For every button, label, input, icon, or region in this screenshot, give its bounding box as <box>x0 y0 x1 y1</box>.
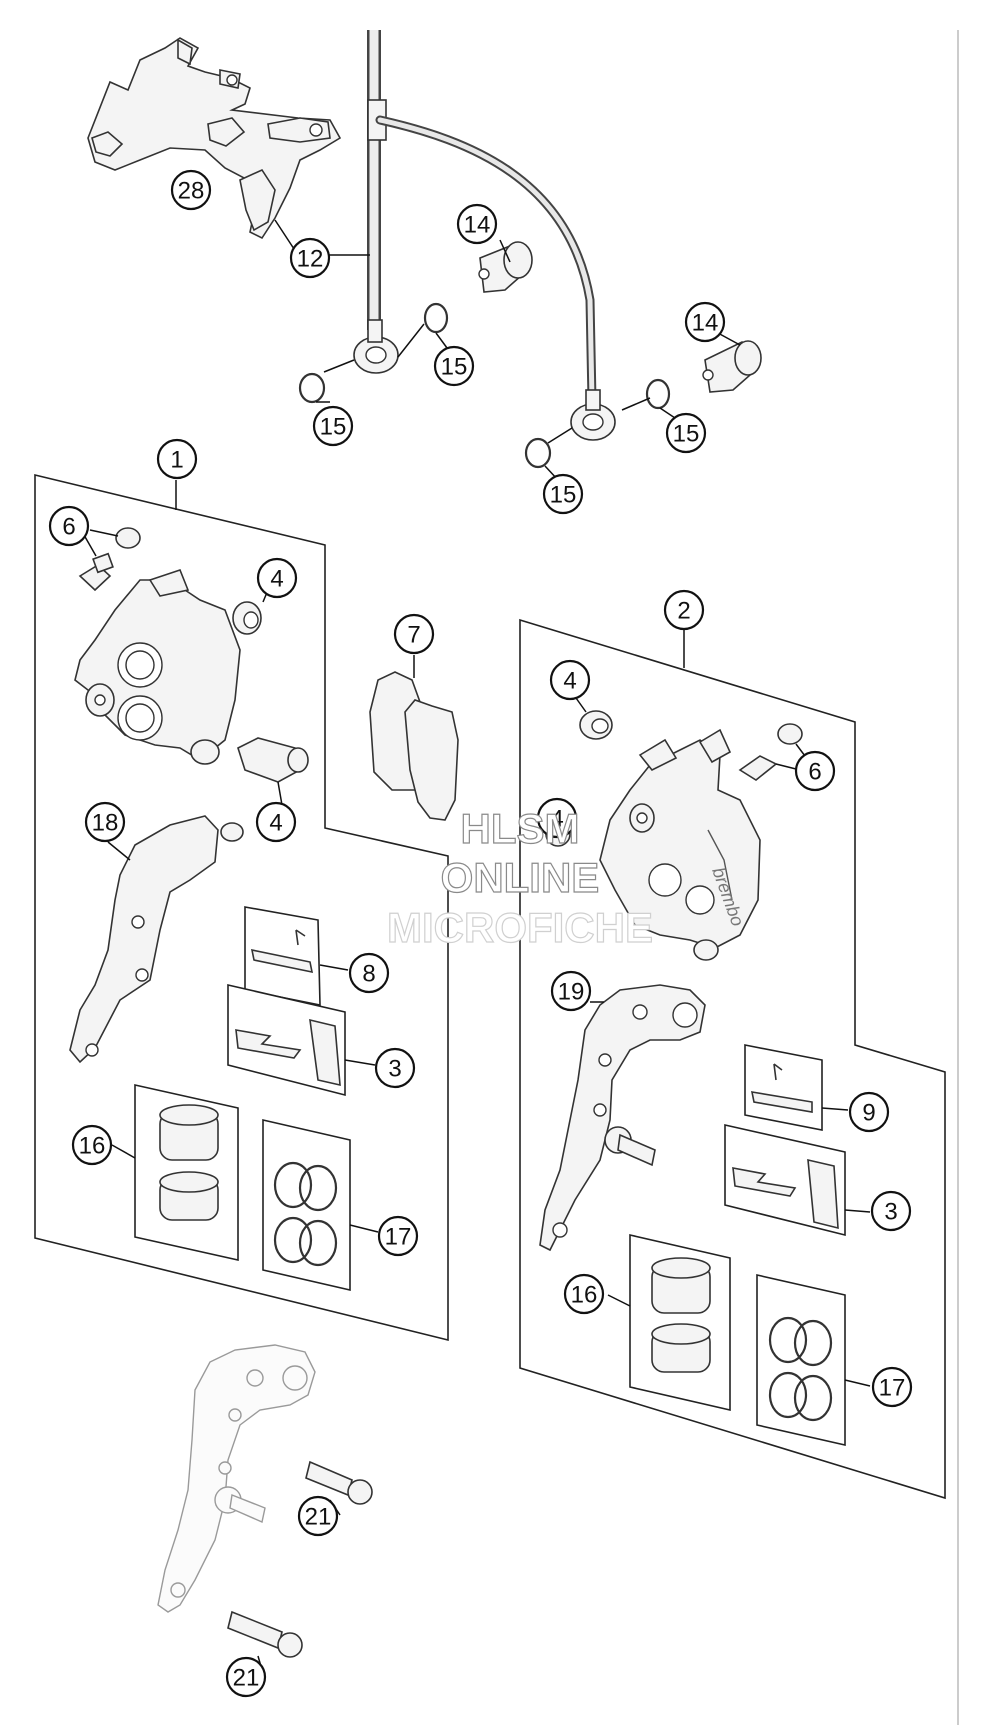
callout-18: 18 <box>84 801 126 843</box>
callout-2: 2 <box>663 589 705 631</box>
svg-text:16: 16 <box>79 1133 106 1160</box>
svg-text:18: 18 <box>92 810 119 837</box>
callout-6-left: 6 <box>48 505 90 547</box>
bushing-4-right-a <box>575 697 613 740</box>
svg-text:21: 21 <box>305 1504 332 1531</box>
svg-text:7: 7 <box>407 622 420 649</box>
washer-15-c <box>645 378 671 410</box>
svg-text:4: 4 <box>270 566 283 593</box>
svg-text:14: 14 <box>692 310 719 337</box>
svg-text:17: 17 <box>879 1375 906 1402</box>
right-caliper-body: brembo <box>599 728 761 961</box>
svg-text:3: 3 <box>884 1199 897 1226</box>
pin-kit-9-box <box>744 1044 849 1131</box>
svg-text:4: 4 <box>269 810 282 837</box>
svg-text:15: 15 <box>441 354 468 381</box>
banjo-bolt-14-left <box>478 241 533 293</box>
washer-15-b <box>298 372 326 404</box>
brake-hose-12 <box>353 30 616 441</box>
bracket-ghost-outline <box>157 1344 316 1613</box>
callout-28: 28 <box>170 169 212 211</box>
washer-15-a <box>423 302 449 334</box>
svg-text:19: 19 <box>558 979 585 1006</box>
callout-21-upper: 21 <box>297 1495 339 1537</box>
callout-15-c: 15 <box>665 412 707 454</box>
callout-14-right: 14 <box>684 301 726 343</box>
pad-spring-kit-3-box-right <box>724 1124 871 1237</box>
svg-text:6: 6 <box>808 759 821 786</box>
bushing-4-left-a <box>232 601 262 635</box>
callout-4-left-a: 4 <box>256 557 298 599</box>
svg-text:15: 15 <box>550 482 577 509</box>
callout-17-left: 17 <box>377 1215 419 1257</box>
caliper-bracket-19 <box>539 984 706 1252</box>
caliper-bracket-18 <box>69 815 244 1064</box>
washer-15-d <box>524 437 552 469</box>
callout-3-right: 3 <box>870 1190 912 1232</box>
callout-4-right-b: 4 <box>536 797 578 839</box>
callout-21-lower: 21 <box>225 1656 267 1698</box>
callout-16-left: 16 <box>71 1124 113 1166</box>
left-caliper-body <box>74 569 241 765</box>
svg-text:14: 14 <box>464 212 491 239</box>
svg-text:4: 4 <box>563 668 576 695</box>
svg-text:4: 4 <box>550 806 563 833</box>
svg-text:21: 21 <box>233 1665 260 1692</box>
svg-text:6: 6 <box>62 514 75 541</box>
callout-4-left-b: 4 <box>255 801 297 843</box>
svg-text:12: 12 <box>297 246 324 273</box>
callout-14-left: 14 <box>456 203 498 245</box>
brake-pad-set-7 <box>369 655 459 821</box>
callout-19: 19 <box>550 970 592 1012</box>
svg-text:28: 28 <box>178 178 205 205</box>
watermark: HLSM ONLINE MICROFICHE <box>386 804 653 951</box>
callout-8: 8 <box>348 952 390 994</box>
bolt-21-upper <box>305 1460 373 1516</box>
bleeder-screw-6-right <box>738 723 809 781</box>
svg-text:16: 16 <box>571 1282 598 1309</box>
banjo-bolt-14-right <box>702 340 762 393</box>
callout-1: 1 <box>156 438 198 480</box>
svg-text:1: 1 <box>170 447 183 474</box>
callout-15-a: 15 <box>433 345 475 387</box>
svg-text:15: 15 <box>320 414 347 441</box>
pad-spring-kit-3-box-left <box>227 983 376 1097</box>
svg-text:8: 8 <box>362 961 375 988</box>
bleeder-screw-6-left <box>78 527 141 592</box>
callout-3-left: 3 <box>374 1047 416 1089</box>
callout-15-b: 15 <box>312 405 354 447</box>
callout-16-right: 16 <box>563 1273 605 1315</box>
svg-text:17: 17 <box>385 1224 412 1251</box>
callout-4-right-a: 4 <box>549 659 591 701</box>
piston-kit-16-box-left <box>111 1084 239 1261</box>
svg-text:2: 2 <box>677 598 690 625</box>
svg-text:15: 15 <box>673 421 700 448</box>
piston-kit-16-box-right <box>607 1233 731 1412</box>
slide-pin-4-left-b <box>237 737 309 783</box>
brake-line-holder-28 <box>87 37 342 240</box>
callout-12: 12 <box>289 237 331 279</box>
watermark-line-1: HLSM <box>461 805 580 852</box>
callout-15-d: 15 <box>542 473 584 515</box>
svg-text:3: 3 <box>388 1056 401 1083</box>
seal-kit-17-box-right <box>756 1273 871 1447</box>
watermark-line-3: MICROFICHE <box>387 904 653 951</box>
pin-kit-8-box <box>244 906 349 1006</box>
callout-9: 9 <box>848 1091 890 1133</box>
bolt-21-lower <box>227 1610 303 1671</box>
watermark-line-2: ONLINE <box>441 854 600 901</box>
svg-text:9: 9 <box>862 1100 875 1127</box>
callout-7: 7 <box>393 613 435 655</box>
seal-kit-17-box-left <box>262 1118 379 1292</box>
callout-6-right: 6 <box>794 750 836 792</box>
callout-17-right: 17 <box>871 1366 913 1408</box>
